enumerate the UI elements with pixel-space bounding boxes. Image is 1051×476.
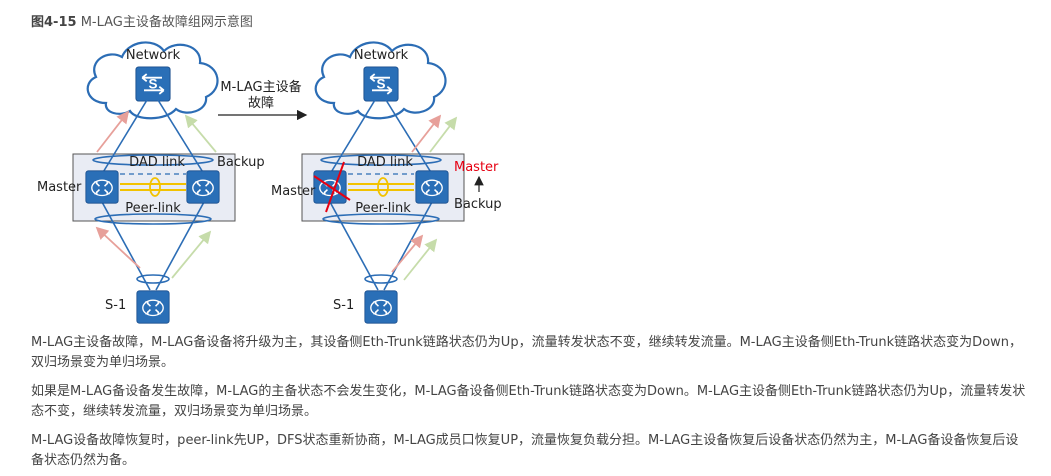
left-s1-label: S-1 <box>105 298 126 313</box>
transition-line2: 故障 <box>248 96 274 111</box>
paragraph-master-fault: M-LAG主设备故障，M-LAG备设备将升级为主，其设备侧Eth-Trunk链路… <box>31 335 1023 370</box>
right-peer-label: Peer-link <box>355 201 411 216</box>
transition-line1: M-LAG主设备 <box>220 79 301 95</box>
network-diagram: S Network DAD link Peer-link Master Back… <box>37 41 502 324</box>
right-scenario: Network DAD link Peer-link Master Master… <box>271 41 502 324</box>
new-master-device-icon <box>415 170 449 204</box>
left-network-label: Network <box>126 48 181 63</box>
paragraph-backup-fault: 如果是M-LAG备设备发生故障，M-LAG的主备状态不会发生变化，M-LAG备设… <box>31 384 1026 419</box>
transition: M-LAG主设备 故障 <box>218 79 308 121</box>
right-backup-label: Backup <box>454 197 502 212</box>
left-backup-label: Backup <box>217 155 265 170</box>
master-device-icon <box>85 170 119 204</box>
figure-number: 图4-15 <box>31 15 77 30</box>
figure-caption: 图4-15 M-LAG主设备故障组网示意图 <box>31 11 253 30</box>
right-s1-label: S-1 <box>333 298 354 313</box>
downlink-eth-trunk <box>94 213 212 225</box>
s1-device-icon <box>136 290 170 324</box>
figure-title: M-LAG主设备故障组网示意图 <box>80 15 253 30</box>
core-switch-icon <box>362 66 400 102</box>
fault-cross-icon <box>313 161 351 213</box>
left-scenario: Network DAD link Peer-link Master Backup… <box>37 41 265 324</box>
right-master-label: Master <box>271 184 316 199</box>
uplink-eth-trunk <box>92 154 214 166</box>
right-network-label: Network <box>354 48 409 63</box>
s1-device-icon <box>364 290 398 324</box>
right-new-master-label: Master <box>454 160 499 175</box>
right-dad-label: DAD link <box>357 155 413 170</box>
s1-eth-trunk <box>136 274 170 284</box>
left-master-label: Master <box>37 180 82 195</box>
core-switch-icon <box>134 66 172 102</box>
left-dad-label: DAD link <box>129 155 185 170</box>
backup-device-icon <box>186 170 220 204</box>
left-peer-label: Peer-link <box>125 201 181 216</box>
paragraph-recovery: M-LAG设备故障恢复时，peer-link先UP，DFS状态重新协商，M-LA… <box>31 433 1019 468</box>
